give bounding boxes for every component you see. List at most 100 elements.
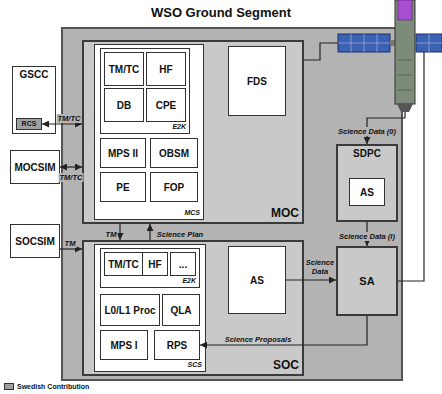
process-box: MOCSIM xyxy=(10,150,60,184)
process-box: MPS II xyxy=(100,138,146,168)
center-box: SA xyxy=(336,246,398,316)
box-label: SCS xyxy=(188,361,202,369)
box-label: AS xyxy=(250,275,264,286)
connector-label-box: Science Proposals xyxy=(224,328,293,346)
box-label: MOCSIM xyxy=(14,162,55,173)
connector-label-box: Science Data xyxy=(304,259,336,278)
connector-label: TM/TC xyxy=(57,114,82,123)
satellite-illustration xyxy=(338,0,442,112)
process-box: HF xyxy=(146,52,186,86)
connector-label-box: TM xyxy=(64,232,77,250)
legend-swatch xyxy=(4,383,14,390)
satellite-body xyxy=(395,0,415,104)
box-label: TM/TC xyxy=(109,64,140,75)
connector-label-box: TM/TC xyxy=(59,166,84,184)
legend-label: Swedish Contribution xyxy=(17,383,89,390)
box-label: HF xyxy=(159,64,172,75)
body-detail xyxy=(398,60,412,90)
process-box: L0/L1 Proc xyxy=(100,294,160,326)
box-label: FOP xyxy=(164,182,185,193)
process-box: FOP xyxy=(150,172,198,202)
uplink-line xyxy=(304,43,338,60)
box-label: SA xyxy=(359,275,374,287)
panel-grid xyxy=(338,34,390,52)
panel-grid xyxy=(416,34,442,52)
solar-panel xyxy=(416,34,442,52)
process-box: ... xyxy=(170,252,196,276)
legend-entry: Swedish Contribution xyxy=(4,383,89,390)
group-box: E2K TM/TC HF DB CPE xyxy=(100,48,190,134)
box-label: L0/L1 Proc xyxy=(104,305,155,316)
process-box: RCS xyxy=(16,118,42,130)
box-label: RPS xyxy=(167,340,188,351)
annotation-label: Science Data (0) xyxy=(337,127,397,136)
process-box: AS xyxy=(349,178,385,206)
connector-label: Science Data xyxy=(304,259,336,276)
process-box: TM/TC xyxy=(104,52,144,86)
group-box: SCS E2K TM/TC HF... L0/L1 Proc QLA MPS I RPS xyxy=(94,244,206,372)
connector xyxy=(60,166,82,167)
connector xyxy=(149,224,150,240)
process-box: FDS xyxy=(228,46,286,116)
connector xyxy=(119,224,120,240)
connector xyxy=(200,316,367,345)
process-box: PE xyxy=(100,172,146,202)
box-label: PE xyxy=(116,182,129,193)
box-label: MPS I xyxy=(110,340,137,351)
diagram-title: WSO Ground Segment xyxy=(151,5,291,20)
box-label: CPE xyxy=(156,100,177,111)
connector xyxy=(60,248,82,249)
process-box: CPE xyxy=(146,88,186,122)
connector-label: TM/TC xyxy=(59,173,84,182)
box-label: E2K xyxy=(172,123,186,131)
process-box: RPS xyxy=(154,330,200,360)
connector-label-box: Science Data (I) xyxy=(338,225,396,243)
ground-segment-region xyxy=(62,28,402,380)
process-box: OBSM xyxy=(150,138,198,168)
process-box: MPS I xyxy=(100,330,148,360)
connector-label: Science Plan xyxy=(156,230,204,239)
connector-label: TM xyxy=(105,230,118,239)
connector-label-box: Science Plan xyxy=(156,223,204,241)
process-box: QLA xyxy=(162,294,200,326)
antenna xyxy=(397,104,413,112)
connector-label: TM xyxy=(64,239,77,248)
center-box: SDPC AS xyxy=(336,144,398,222)
process-box: HF xyxy=(142,252,168,276)
box-label: SOC xyxy=(273,359,299,372)
panel-hinge xyxy=(390,40,395,46)
solar-panel xyxy=(338,34,390,52)
center-box: SOC SCS E2K TM/TC HF... L0/L1 Proc QLA MPS I RPS… xyxy=(82,240,304,376)
telescope-baffle xyxy=(398,0,412,20)
box-label: SOCSIM xyxy=(15,236,54,247)
box-label: FDS xyxy=(247,76,267,87)
connector-label: Science Proposals xyxy=(224,335,293,344)
box-label: ... xyxy=(179,259,187,270)
box-label: MOC xyxy=(271,207,299,220)
title-box: WSO Ground Segment xyxy=(151,3,291,21)
box-label: SDPC xyxy=(353,148,381,159)
connector xyxy=(286,279,336,280)
box-label: E2K xyxy=(182,277,196,285)
connector-label: Science Data (I) xyxy=(338,232,396,241)
center-box: MOC MCS E2K TM/TC HF DB CPE MPS II OBSM PE FOP FDS xyxy=(82,40,304,224)
box-label: QLA xyxy=(170,305,191,316)
box-label: TM/TC xyxy=(108,259,139,270)
box-label: RCS xyxy=(22,120,37,128)
box-label: MCS xyxy=(184,209,200,217)
connector-label-box: TM xyxy=(105,223,118,241)
box-label: MPS II xyxy=(108,148,138,159)
connector-label-box: TM/TC xyxy=(57,107,82,125)
box-label: HF xyxy=(148,259,161,270)
box-label: OBSM xyxy=(159,148,189,159)
group-box: MCS E2K TM/TC HF DB CPE MPS II OBSM PE FOP xyxy=(94,44,204,220)
process-box: AS xyxy=(228,246,286,314)
group-box: E2K TM/TC HF... xyxy=(100,248,200,288)
archive-link-line xyxy=(398,52,424,281)
annotation-box: Science Data (0) xyxy=(337,120,397,138)
box-label: AS xyxy=(360,187,374,198)
process-box: DB xyxy=(104,88,144,122)
process-box: TM/TC xyxy=(104,252,143,276)
connector xyxy=(42,123,82,124)
